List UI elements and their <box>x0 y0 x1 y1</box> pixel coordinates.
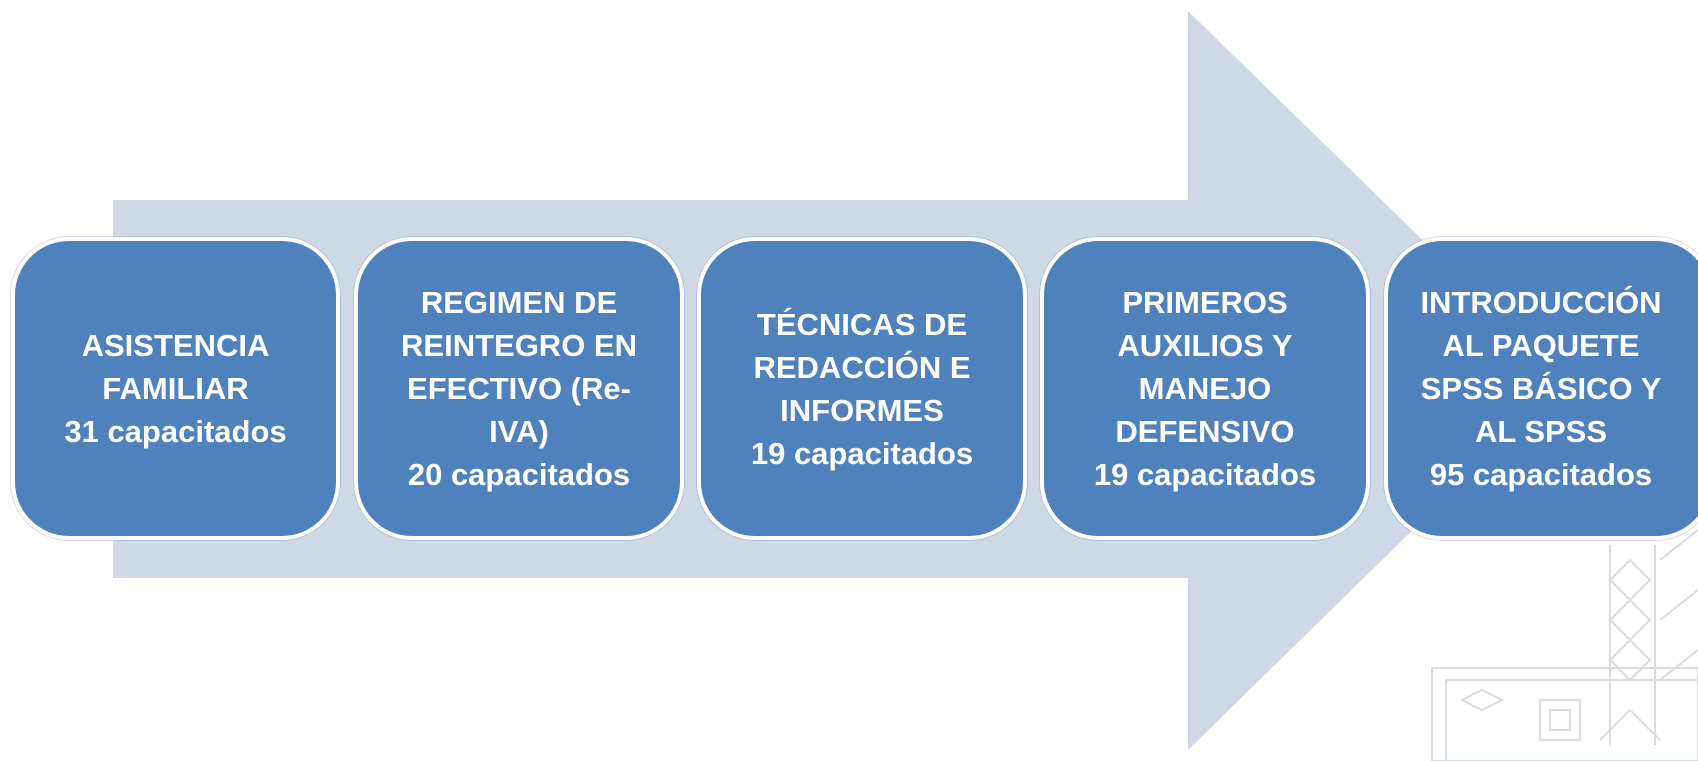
step-title-line: REINTEGRO EN <box>401 328 637 363</box>
step-box-4: PRIMEROS AUXILIOS Y MANEJO DEFENSIVO 19 … <box>1040 237 1370 540</box>
step-count: 95 capacitados <box>1429 457 1653 492</box>
step-box-1: ASISTENCIA FAMILIAR 31 capacitados <box>11 237 340 540</box>
step-title-line: IVA) <box>489 414 549 449</box>
step-title-line: AL PAQUETE <box>1442 328 1640 363</box>
step-count: 31 capacitados <box>64 414 287 449</box>
step-title-line: EFECTIVO (Re- <box>407 371 631 406</box>
step-box-3: TÉCNICAS DE REDACCIÓN E INFORMES 19 capa… <box>697 237 1027 540</box>
step-title-line: MANEJO <box>1138 371 1272 406</box>
step-box-5: INTRODUCCIÓN AL PAQUETE SPSS BÁSICO Y AL… <box>1384 237 1698 540</box>
step-title-line: AUXILIOS Y <box>1117 328 1293 363</box>
step-title-line: AL SPSS <box>1474 414 1608 449</box>
step-title-line: INTRODUCCIÓN <box>1420 285 1662 320</box>
step-title-line: INFORMES <box>780 392 944 428</box>
step-box-2: REGIMEN DE REINTEGRO EN EFECTIVO (Re- IV… <box>354 237 684 540</box>
step-title-line: REDACCIÓN E <box>753 349 971 385</box>
step-title-line: ASISTENCIA <box>81 328 270 363</box>
step-count: 20 capacitados <box>407 457 631 492</box>
step-title-line: FAMILIAR <box>102 371 249 406</box>
step-title-line: SPSS BÁSICO Y <box>1420 371 1662 406</box>
step-title-line: PRIMEROS <box>1122 285 1288 320</box>
step-title-line: REGIMEN DE <box>420 285 618 320</box>
step-title-line: TÉCNICAS DE <box>756 306 968 342</box>
step-count: 19 capacitados <box>1093 457 1317 492</box>
step-title-line: DEFENSIVO <box>1115 414 1295 449</box>
step-count: 19 capacitados <box>750 435 974 471</box>
